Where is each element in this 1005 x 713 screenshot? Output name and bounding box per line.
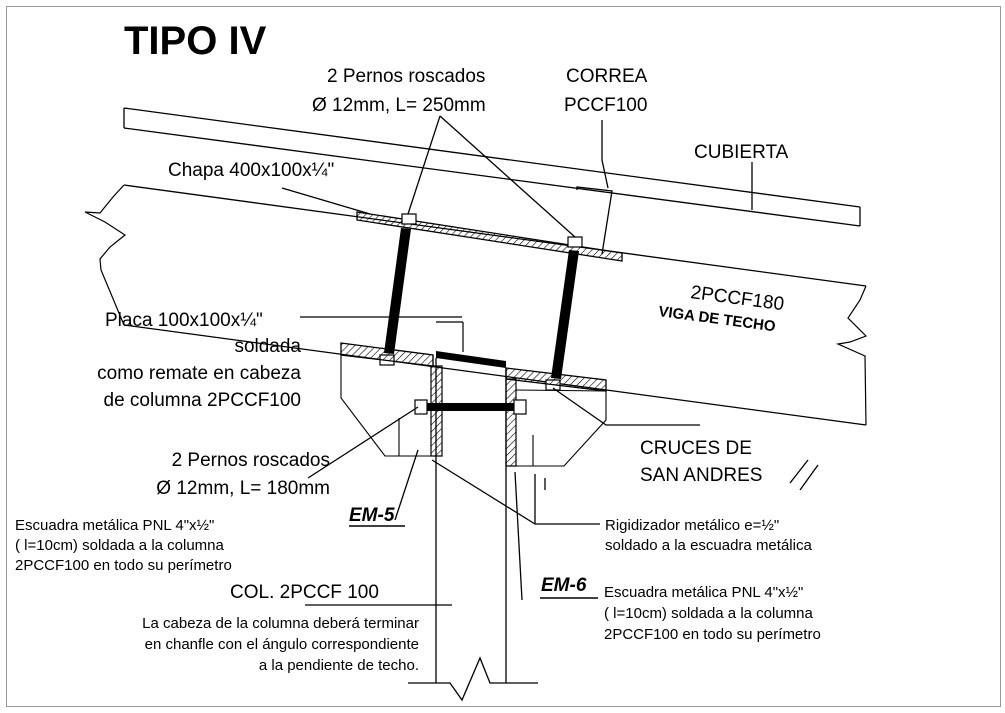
escuadra-em6 [505,378,607,467]
label-col-note-1: La cabeza de la columna deberá terminar [142,615,419,632]
label-em5: EM-5 [349,505,395,526]
label-placa-1: Placa 100x100x¼" [105,310,263,331]
drawing-frame [6,6,1001,707]
label-col: COL. 2PCCF 100 [230,582,379,603]
placa-100x100 [436,351,506,368]
chapa-plate [356,211,623,262]
correa-pccf100 [576,186,613,255]
leader-lines [281,115,819,606]
label-placa-2: soldada [234,336,301,357]
label-correa-2: PCCF100 [564,95,647,116]
rigidizador [398,418,534,466]
label-rig-1: Rigidizador metálico e=½" [605,517,779,534]
label-esc-right-2: ( l=10cm) soldada a la columna [604,605,814,622]
label-placa-4: de columna 2PCCF100 [104,390,302,411]
label-rig-2: soldado a la escuadra metálica [605,537,812,554]
label-bolts-low-1: 2 Pernos roscados [172,450,330,471]
roof-cubierta [123,107,861,227]
label-correa-1: CORREA [566,66,648,87]
label-cubierta: CUBIERTA [694,142,789,163]
label-bolts-low-2: Ø 12mm, L= 180mm [156,478,330,499]
label-cruces-1: CRUCES DE [640,438,752,459]
label-placa-3: como remate en cabeza [97,363,301,384]
label-col-note-3: a la pendiente de techo. [259,657,419,674]
label-esc-right-3: 2PCCF100 en todo su perímetro [604,626,821,643]
label-bolts-top-2: Ø 12mm, L= 250mm [312,95,486,116]
drawing-title: TIPO IV [124,19,267,63]
short-bolt [414,399,527,415]
label-cruces-2: SAN ANDRES [640,465,762,486]
labels: 2 Pernos roscados Ø 12mm, L= 250mm CORRE… [15,66,821,674]
label-em6: EM-6 [541,575,587,596]
label-bolts-top-1: 2 Pernos roscados [327,66,485,87]
label-chapa: Chapa 400x100x¼" [168,160,334,181]
label-esc-left-1: Escuadra metálica PNL 4"x½" [15,517,214,534]
label-esc-left-2: ( l=10cm) soldada a la columna [15,537,225,554]
label-esc-right-1: Escuadra metálica PNL 4"x½" [604,584,803,601]
label-esc-left-3: 2PCCF100 en todo su perímetro [15,557,232,574]
label-col-note-2: en chanfle con el ángulo correspondiente [145,636,419,653]
